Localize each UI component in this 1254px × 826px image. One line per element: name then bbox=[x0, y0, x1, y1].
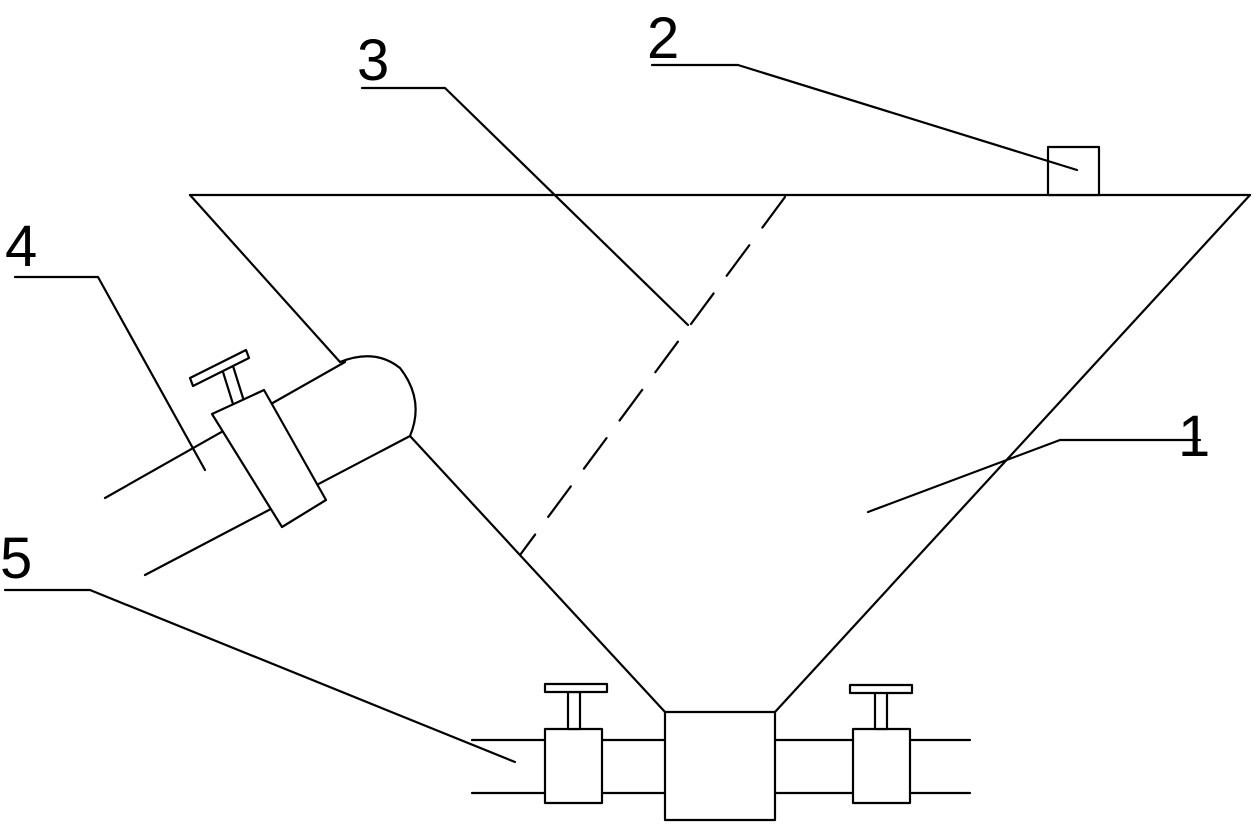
right-valve-handwheel bbox=[848, 683, 914, 695]
dashed-partition bbox=[518, 195, 787, 557]
hopper-left-lower-wall bbox=[408, 434, 667, 714]
leader-lines bbox=[3, 63, 1202, 764]
leader-line-2 bbox=[650, 63, 1079, 172]
left-valve-handwheel bbox=[543, 682, 609, 694]
outlet-connector-box bbox=[663, 710, 777, 822]
hopper-left-upper-wall bbox=[188, 193, 342, 364]
hopper-body bbox=[188, 193, 1252, 714]
label-5: 5 bbox=[0, 526, 32, 591]
side-valve-body bbox=[210, 388, 328, 529]
label-2: 2 bbox=[647, 6, 679, 71]
label-1: 1 bbox=[1178, 404, 1210, 469]
leader-line-4 bbox=[13, 275, 207, 472]
side-inlet-pipe bbox=[103, 348, 417, 577]
right-valve-stem bbox=[873, 690, 889, 731]
leader-line-1 bbox=[866, 438, 1202, 514]
left-valve-stem bbox=[566, 690, 582, 731]
leader-line-5 bbox=[3, 588, 517, 764]
hopper-right-wall bbox=[773, 193, 1252, 714]
left-valve-body bbox=[543, 727, 604, 805]
side-valve-stem-b bbox=[231, 364, 245, 400]
bottom-outlet bbox=[470, 682, 972, 822]
label-3: 3 bbox=[357, 28, 389, 93]
right-valve-body bbox=[851, 727, 912, 805]
top-sensor-box bbox=[1046, 145, 1101, 197]
label-4: 4 bbox=[5, 214, 37, 279]
leader-line-3 bbox=[360, 86, 690, 327]
side-pipe-elbow bbox=[338, 355, 417, 438]
side-valve-stem-a bbox=[221, 370, 235, 406]
callout-labels: 1 2 3 4 5 bbox=[0, 6, 1210, 591]
side-valve-handwheel bbox=[188, 348, 251, 388]
